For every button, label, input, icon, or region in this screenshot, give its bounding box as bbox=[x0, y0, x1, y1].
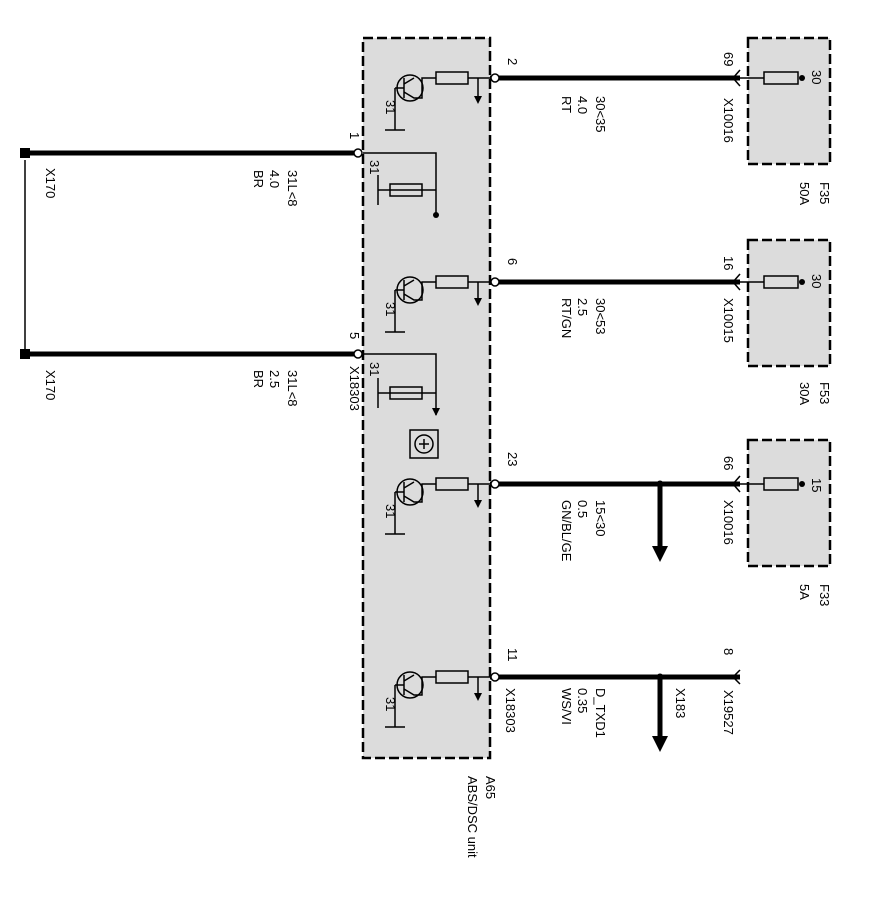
fuse-icon bbox=[763, 477, 799, 491]
driver-stage-2: 31 bbox=[383, 275, 490, 333]
ground-wire-pin-5: 5 31L<8 2.5 BR X18303 X170 bbox=[20, 332, 363, 411]
fuse-terminal: 15 bbox=[809, 478, 824, 492]
fuse-id: F35 bbox=[817, 182, 832, 204]
driver-stage-1: 31 bbox=[383, 71, 490, 131]
ground-31: 31 bbox=[367, 160, 382, 174]
end-connector: X19527 bbox=[721, 690, 736, 735]
fuse-f53: 16 X10015 30 F53 30A bbox=[721, 238, 832, 405]
fuse-id: F53 bbox=[817, 382, 832, 404]
driver-stage-4: 31 bbox=[383, 670, 490, 728]
wire-size: 4.0 bbox=[575, 96, 590, 114]
wire-color: BR bbox=[251, 370, 266, 388]
pin-label: 6 bbox=[505, 258, 520, 265]
pin-label: 2 bbox=[505, 58, 520, 65]
wire-signal: 30<35 bbox=[593, 96, 608, 133]
unit-id: A65 bbox=[483, 776, 498, 799]
ground-31: 31 bbox=[383, 697, 398, 711]
wire-pin-2: 2 30<35 4.0 RT bbox=[490, 58, 740, 133]
wire-color: RT/GN bbox=[559, 298, 574, 338]
ground-31: 31 bbox=[383, 100, 398, 114]
wire-color: WS/VI bbox=[559, 688, 574, 725]
continues-arrow-icon bbox=[652, 736, 668, 752]
ground-31: 31 bbox=[383, 302, 398, 316]
wire-signal: 31L<8 bbox=[285, 170, 300, 207]
wire-size: 2.5 bbox=[267, 370, 282, 388]
wire-size: 0.35 bbox=[575, 688, 590, 713]
wire-signal: D_TXD1 bbox=[593, 688, 608, 738]
fuse-terminal: 30 bbox=[809, 274, 824, 288]
end-pin: 8 bbox=[721, 648, 736, 655]
wire-color: RT bbox=[559, 96, 574, 113]
can-connector: X183 bbox=[673, 688, 688, 718]
wire-size: 0.5 bbox=[575, 500, 590, 518]
wire-signal: 30<53 bbox=[593, 298, 608, 335]
fuse-connector: X10016 bbox=[721, 98, 736, 143]
wire-size: 2.5 bbox=[575, 298, 590, 316]
fuse-icon bbox=[763, 71, 799, 85]
abs-dsc-unit bbox=[361, 36, 492, 760]
fuse-rating: 50A bbox=[797, 182, 812, 205]
internal-ground-1: 31 bbox=[363, 152, 439, 218]
ground-31: 31 bbox=[367, 362, 382, 376]
unit-name: ABS/DSC unit bbox=[465, 776, 480, 858]
pin-label: 11 bbox=[505, 648, 520, 662]
unit-connector: X18303 bbox=[503, 688, 518, 733]
unit-box bbox=[363, 38, 490, 758]
driver-stage-3: 31 bbox=[383, 477, 490, 535]
unit-box-border bbox=[361, 36, 492, 760]
pin-label: 5 bbox=[347, 332, 362, 339]
ground-point-icon bbox=[20, 148, 30, 158]
resistor-icon bbox=[389, 386, 423, 400]
ground-point-label: X170 bbox=[43, 168, 58, 198]
fuse-rating: 5A bbox=[797, 584, 812, 600]
ground-31: 31 bbox=[383, 504, 398, 518]
ground-point-icon bbox=[20, 349, 30, 359]
fuse-f35: 69 X10016 30 F35 50A bbox=[721, 36, 832, 205]
pin-label: 23 bbox=[505, 452, 520, 466]
fuse-id: F33 bbox=[817, 584, 832, 606]
unit-connector: X18303 bbox=[347, 366, 362, 411]
fuse-connector: X10016 bbox=[721, 500, 736, 545]
internal-ground-2: 31 bbox=[363, 353, 440, 416]
wire-pin-11: 11 X18303 D_TXD1 0.35 WS/VI X183 8 X1952… bbox=[490, 648, 741, 752]
wire-pin-23: 23 15<30 0.5 GN/BL/GE bbox=[490, 452, 740, 562]
wire-pin-6: 6 30<53 2.5 RT/GN bbox=[490, 258, 740, 338]
fuse-pin: 66 bbox=[721, 456, 736, 470]
resistor-icon bbox=[389, 183, 423, 197]
continues-arrow-icon bbox=[652, 546, 668, 562]
ground-point-label: X170 bbox=[43, 370, 58, 400]
fuse-icon bbox=[763, 275, 799, 289]
ground-wire-pin-1: 1 31L<8 4.0 BR X170 bbox=[20, 132, 363, 207]
wire-signal: 15<30 bbox=[593, 500, 608, 537]
wire-signal: 31L<8 bbox=[285, 370, 300, 407]
wire-size: 4.0 bbox=[267, 170, 282, 188]
wire-color: BR bbox=[251, 170, 266, 188]
wire-color: GN/BL/GE bbox=[559, 500, 574, 562]
fuse-pin: 69 bbox=[721, 52, 736, 66]
fuse-pin: 16 bbox=[721, 256, 736, 270]
fuse-terminal: 30 bbox=[809, 70, 824, 84]
fuse-connector: X10015 bbox=[721, 298, 736, 343]
fuse-f33: 66 X10016 15 F33 5A bbox=[721, 438, 832, 606]
pin-label: 1 bbox=[347, 132, 362, 139]
pump-motor-icon bbox=[409, 429, 439, 459]
fuse-rating: 30A bbox=[797, 382, 812, 405]
